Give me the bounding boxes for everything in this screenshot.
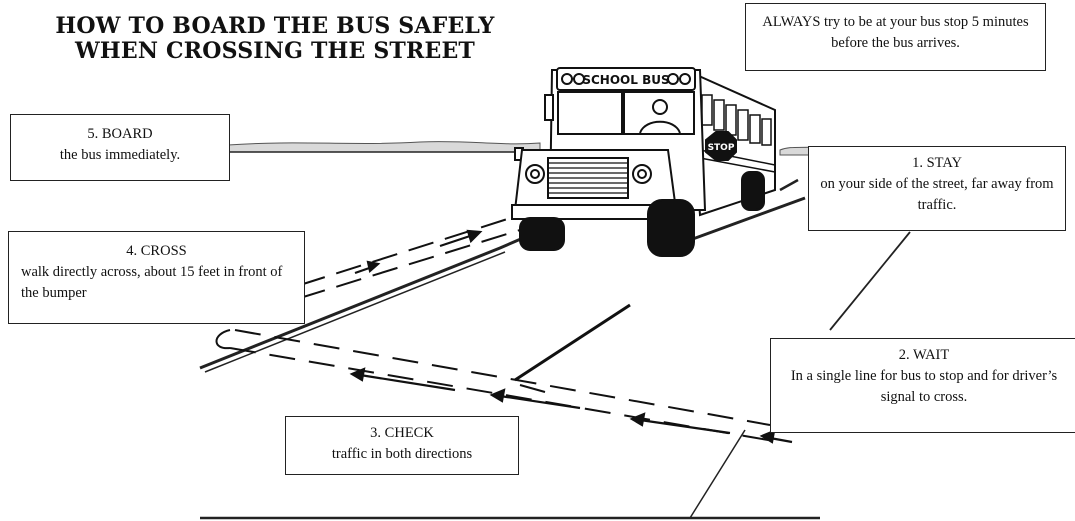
step-board-text: the bus immediately. [17, 145, 223, 166]
road-markings [515, 305, 630, 392]
step-board-box: 5. BOARD the bus immediately. [10, 114, 230, 181]
title-line-2: WHEN CROSSING THE STREET [40, 39, 510, 64]
stop-sign-text: STOP [708, 143, 735, 153]
always-note-text: ALWAYS try to be at your bus stop 5 minu… [756, 12, 1035, 54]
bus-sign-text: SCHOOL BUS [582, 73, 669, 87]
step-wait-heading: 2. WAIT [781, 345, 1067, 366]
step-check-text: traffic in both directions [292, 444, 512, 465]
step-cross-box: 4. CROSS walk directly across, about 15 … [8, 231, 305, 324]
title-line-1: HOW TO BOARD THE BUS SAFELY [40, 14, 510, 39]
step-wait-text: In a single line for bus to stop and for… [781, 366, 1067, 408]
step-cross-text: walk directly across, about 15 feet in f… [21, 262, 292, 304]
step-stay-heading: 1. STAY [819, 153, 1055, 174]
always-note-box: ALWAYS try to be at your bus stop 5 minu… [745, 3, 1046, 71]
step-stay-text: on your side of the street, far away fro… [819, 174, 1055, 216]
school-bus [512, 68, 775, 256]
step-cross-heading: 4. CROSS [21, 241, 292, 262]
step-stay-box: 1. STAY on your side of the street, far … [808, 146, 1066, 231]
step-check-box: 3. CHECK traffic in both directions [285, 416, 519, 475]
direction-arrows [352, 231, 792, 442]
step-board-heading: 5. BOARD [17, 124, 223, 145]
diagram-title: HOW TO BOARD THE BUS SAFELY WHEN CROSSIN… [40, 14, 510, 64]
step-wait-box: 2. WAIT In a single line for bus to stop… [770, 338, 1075, 433]
step-check-heading: 3. CHECK [292, 423, 512, 444]
